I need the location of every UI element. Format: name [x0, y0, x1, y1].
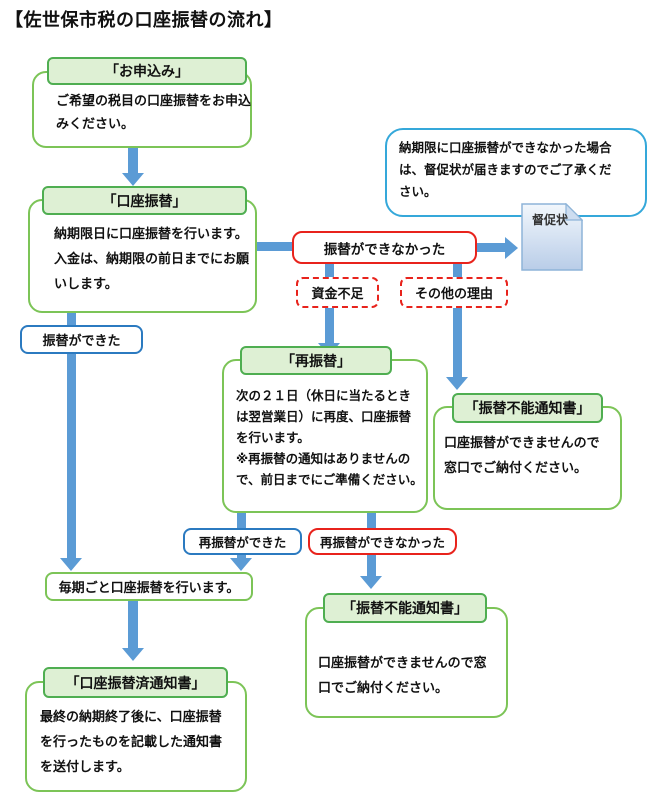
arrow-head [360, 576, 382, 589]
document-label: 督促状 [531, 213, 568, 227]
node-completed-notice-body: 最終の納期終了後に、口座振替 を行ったものを記載した通知書 を送付します。 [40, 710, 223, 775]
node-retransfer-body: 次の２１日（休日に当たるとき は翌営業日）に再度、口座振替 を行います。 ※再振… [236, 388, 423, 487]
note-bubble [385, 128, 647, 217]
arrow-shaft [67, 313, 76, 559]
node-failure-notice-right [433, 406, 622, 510]
arrow-shaft [453, 264, 462, 378]
node-failure-notice-bottom-label: 「振替不能通知書」 [323, 593, 487, 623]
node-failure-notice-right-label: 「振替不能通知書」 [452, 393, 603, 423]
condition-retry-succeeded: 再振替ができた [183, 528, 302, 555]
note-bubble-text: 納期限に口座振替ができなかった場合 は、督促状が届きますのでご了承くだ さい。 [399, 140, 612, 199]
document-icon [521, 202, 584, 271]
page-title: 【佐世保市税の口座振替の流れ】 [5, 10, 283, 31]
condition-transfer-succeeded: 振替ができた [20, 325, 143, 354]
connector-transfer-to-failed [257, 242, 293, 251]
arrow-shaft [128, 601, 138, 649]
node-retransfer-label: 「再振替」 [240, 346, 392, 375]
arrow-head [60, 558, 82, 571]
arrow-shaft [128, 148, 138, 174]
node-transfer [28, 199, 257, 313]
document-shape [521, 202, 584, 271]
arrow-head [122, 648, 144, 661]
node-failure-notice-right-body: 口座振替ができませんので 窓口でご納付ください。 [444, 436, 600, 476]
arrow-head [505, 237, 518, 259]
node-periodic: 毎期ごと口座振替を行います。 [45, 572, 253, 601]
node-apply-body: ご希望の税目の口座振替をお申込 みください。 [56, 94, 252, 132]
arrow-head [446, 377, 468, 390]
node-retransfer [222, 359, 428, 513]
node-completed-notice [25, 681, 247, 792]
arrow-head [230, 558, 252, 571]
node-transfer-body: 納期限日に口座振替を行います。 入金は、納期限の前日までにお願 いします。 [54, 227, 250, 292]
condition-retry-failed: 再振替ができなかった [308, 528, 457, 555]
node-failure-notice-bottom [305, 607, 508, 718]
condition-insufficient-funds: 資金不足 [296, 277, 379, 308]
condition-transfer-failed: 振替ができなかった [292, 231, 477, 264]
node-failure-notice-bottom-body: 口座振替ができませんので窓 口でご納付ください。 [318, 656, 487, 696]
arrow-head [122, 173, 144, 186]
condition-other-reasons: その他の理由 [400, 277, 508, 308]
arrow-shaft [477, 243, 506, 252]
node-apply-label: 「お申込み」 [47, 57, 247, 85]
node-completed-notice-label: 「口座振替済通知書」 [43, 667, 228, 698]
node-transfer-label: 「口座振替」 [42, 186, 247, 215]
